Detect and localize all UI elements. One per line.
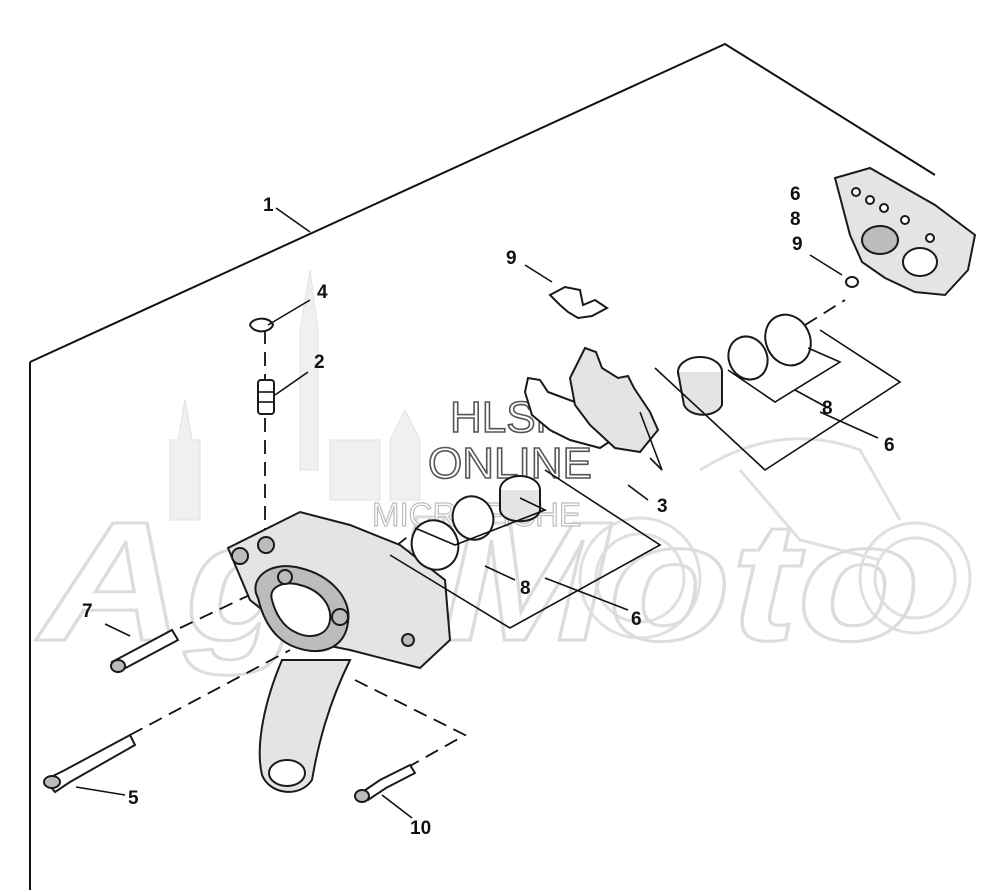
callout-1: 1 <box>263 195 274 216</box>
assembly-axes <box>129 299 846 781</box>
leader-lines <box>75 207 902 819</box>
watermark-skyline <box>169 269 421 521</box>
caliper-bracket <box>258 659 352 793</box>
callout-3: 3 <box>657 496 668 517</box>
callout-labels: 1 2 3 4 5 6 6 6 7 8 8 8 9 9 10 <box>82 184 895 839</box>
callout-6-left: 6 <box>631 609 642 630</box>
assembly-frame <box>29 42 936 890</box>
brake-pad-rear <box>523 376 614 450</box>
seal-rings-inner <box>410 495 495 571</box>
piston-inner <box>499 475 541 523</box>
callout-6-outer: 6 <box>790 184 801 205</box>
callout-6-right: 6 <box>884 435 895 456</box>
piston-outer <box>677 356 723 416</box>
callout-8-left: 8 <box>520 578 531 599</box>
seal-rings-outer <box>727 313 812 381</box>
pin-bolt <box>110 628 180 674</box>
caliper-housing-outer <box>833 166 977 297</box>
callout-9-clip: 9 <box>506 248 517 269</box>
bleeder-valve <box>257 379 275 415</box>
watermark-online: ONLINE <box>428 439 592 488</box>
mounting-bolt <box>43 733 137 794</box>
watermark-motorcycle-icon <box>578 437 972 640</box>
pin <box>354 763 417 803</box>
watermark: AgriMoto HLSM ONLINE MICROFICHE <box>34 269 972 679</box>
callout-5: 5 <box>128 788 139 809</box>
pad-retainer-clip <box>548 285 609 320</box>
small-washer <box>845 276 859 288</box>
callout-2: 2 <box>314 352 325 373</box>
callout-10: 10 <box>410 818 431 839</box>
caliper-housing-inner <box>226 510 452 670</box>
bleeder-cap <box>248 317 275 333</box>
callout-4: 4 <box>317 282 328 303</box>
callout-7: 7 <box>82 601 93 622</box>
callout-8-right: 8 <box>822 398 833 419</box>
callout-9-outer: 9 <box>792 234 803 255</box>
brake-pad-front <box>568 346 660 454</box>
callout-8-outer: 8 <box>790 209 801 230</box>
